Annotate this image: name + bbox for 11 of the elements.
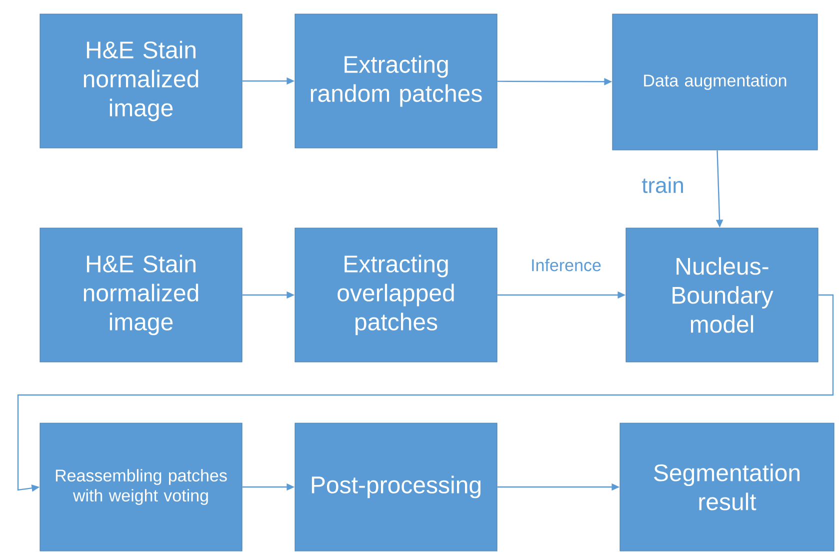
process-box: H&E Stain normalized image: [40, 14, 242, 148]
process-box: Post-processing: [294, 422, 498, 552]
edge-label: Inference: [528, 256, 604, 274]
edge-label: train: [642, 176, 683, 194]
process-box: Extracting overlapped patches: [294, 228, 498, 362]
process-box: Data augmentation: [612, 14, 818, 150]
process-box: H&E Stain normalized image: [40, 228, 242, 362]
process-box: Segmentation result: [620, 422, 834, 552]
process-box: Nucleus-Boundary model: [626, 228, 818, 362]
process-box: Reassembling patches with weight voting: [40, 422, 242, 552]
process-box: Extracting random patches: [294, 14, 498, 148]
